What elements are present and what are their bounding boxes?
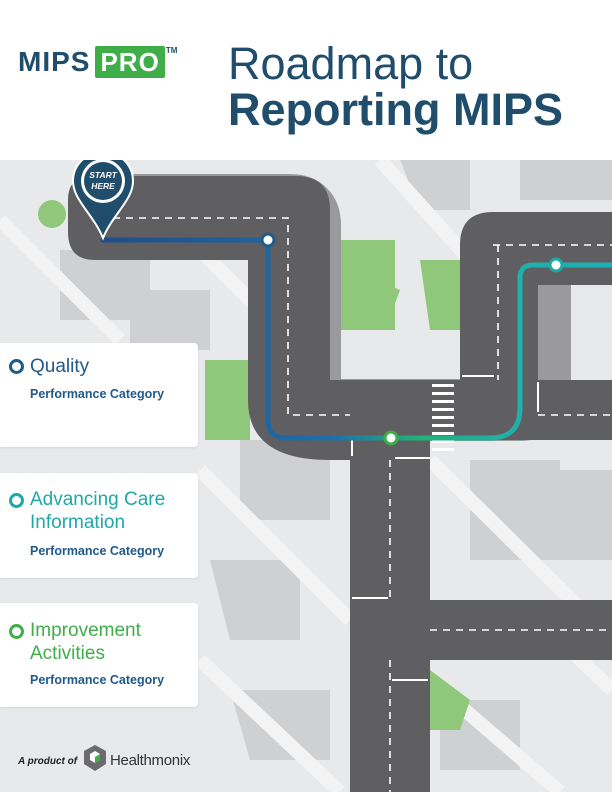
category-subtitle-ia: Performance Category: [30, 673, 165, 687]
start-here-label-line2: HERE: [91, 181, 115, 191]
page-title-line2: Reporting MIPS: [228, 84, 563, 135]
waypoint-aci: [548, 257, 564, 273]
category-name-aci: Advancing Care Information: [30, 489, 166, 533]
stop-lines: [351, 375, 539, 681]
category-card-improvement-activities[interactable]: Improvement Activities Performance Categ…: [0, 603, 198, 707]
aci-bullet-icon: [9, 493, 24, 508]
healthmonix-cube-icon: [84, 745, 106, 771]
start-here-pin-icon: START HERE: [71, 150, 135, 241]
product-of-label: A product of: [18, 756, 78, 767]
crosswalk: [432, 384, 454, 451]
page-title-line1: Roadmap to: [228, 38, 474, 89]
ia-bullet-icon: [9, 624, 24, 639]
start-here-label-line1: START: [89, 170, 117, 180]
quality-bullet-icon: [9, 359, 24, 374]
category-name-quality: Quality: [30, 356, 90, 377]
logo-trademark: TM: [165, 46, 178, 55]
category-card-advancing-care-information[interactable]: Advancing Care Information Performance C…: [0, 473, 198, 578]
category-subtitle-aci: Performance Category: [30, 544, 165, 558]
mipspro-logo: MIPS PRO TM: [18, 46, 177, 78]
waypoint-improvement: [383, 430, 399, 446]
category-subtitle-quality: Performance Category: [30, 387, 165, 401]
route-line: [100, 237, 612, 441]
category-card-quality[interactable]: Quality Performance Category: [0, 343, 198, 447]
healthmonix-wordmark: Healthmonix: [110, 752, 191, 769]
header-band: MIPS PRO TM Roadmap to Reporting MIPS: [0, 0, 612, 160]
category-name-ia: Improvement Activities: [30, 620, 141, 664]
roads: [68, 176, 612, 792]
logo-pro-badge: PRO: [95, 46, 165, 78]
logo-mips-text: MIPS: [18, 46, 91, 77]
lane-markings: [100, 217, 612, 792]
waypoint-quality: [260, 232, 276, 248]
city-blocks: [0, 110, 612, 770]
